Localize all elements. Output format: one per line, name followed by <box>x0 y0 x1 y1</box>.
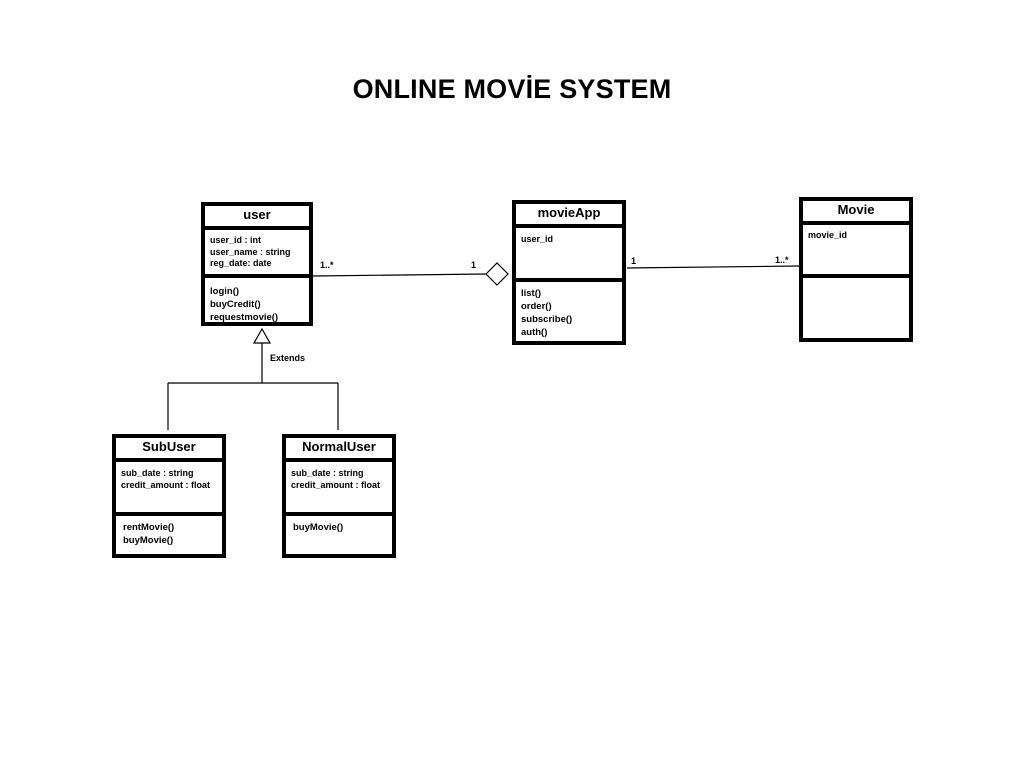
operation: requestmovie() <box>210 312 279 323</box>
operation: buyCredit() <box>210 299 261 310</box>
class-movie: Movie movie_id <box>799 197 913 342</box>
class-normaluser-attributes: sub_date : string credit_amount : float <box>286 462 392 516</box>
user-multiplicity-label: 1..* <box>320 260 334 270</box>
attribute: user_id <box>521 234 554 244</box>
class-normaluser-name: NormalUser <box>286 438 392 462</box>
class-movieapp-operations: list() order() subscribe() auth() <box>516 286 622 341</box>
operation: buyMovie() <box>293 522 344 533</box>
attribute: user_id : int <box>210 235 262 245</box>
operation: order() <box>521 301 552 312</box>
class-subuser-operations: rentMovie() buyMovie() <box>116 520 222 554</box>
inheritance-arrowhead <box>252 327 272 344</box>
class-subuser: SubUser sub_date : string credit_amount … <box>112 434 226 558</box>
class-movie-attributes: movie_id <box>803 225 909 278</box>
operation: list() <box>521 288 542 299</box>
attribute: reg_date: date <box>210 258 272 268</box>
class-user-attributes: user_id : int user_name : string reg_dat… <box>205 230 309 278</box>
class-movie-name: Movie <box>803 201 909 225</box>
attribute: user_name : string <box>210 246 291 257</box>
class-movie-operations <box>803 282 909 338</box>
attribute: credit_amount : float <box>121 479 211 490</box>
extends-label: Extends <box>270 353 306 363</box>
app-movie-association-line <box>626 265 801 269</box>
class-normaluser-operations: buyMovie() <box>286 520 392 554</box>
class-subuser-attributes: sub_date : string credit_amount : float <box>116 462 222 516</box>
attribute: sub_date : string <box>291 468 364 478</box>
attribute: sub_date : string <box>121 468 194 478</box>
operation: subscribe() <box>521 314 573 325</box>
diagram-title: ONLINE MOVİE SYSTEM <box>352 74 672 104</box>
operation: rentMovie() <box>123 522 175 533</box>
aggregation-diamond <box>485 262 509 286</box>
class-user-operations: login() buyCredit() requestmovie() <box>205 282 309 323</box>
class-movieapp-attributes: user_id <box>516 228 622 282</box>
attribute: movie_id <box>808 230 848 240</box>
class-movieapp-name: movieApp <box>516 204 622 228</box>
class-subuser-name: SubUser <box>116 438 222 462</box>
user-app-association-line <box>312 273 487 277</box>
operation: auth() <box>521 327 548 338</box>
operation: login() <box>210 286 240 297</box>
attribute: credit_amount : float <box>291 479 381 490</box>
app-multiplicity-label: 1 <box>471 260 477 270</box>
class-normaluser: NormalUser sub_date : string credit_amou… <box>282 434 396 558</box>
class-user: user user_id : int user_name : string re… <box>201 202 313 326</box>
operation: buyMovie() <box>123 535 174 546</box>
movie-multiplicity-label: 1..* <box>775 255 789 265</box>
class-user-name: user <box>205 206 309 230</box>
app-to-movie-multiplicity-label: 1 <box>631 256 637 266</box>
class-movieapp: movieApp user_id list() order() subscrib… <box>512 200 626 345</box>
